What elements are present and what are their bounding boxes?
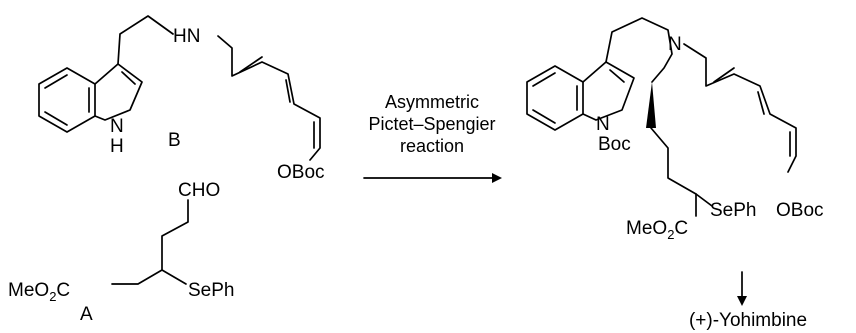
compound-b-label: B — [168, 130, 181, 151]
b-obc-label: OBoc — [277, 162, 325, 183]
product-obc-label: OBoc — [776, 200, 824, 221]
product-nboc-label: Boc — [598, 134, 631, 155]
downstream-arrow-head — [737, 296, 747, 306]
pyrrole-ring-b — [94, 63, 143, 121]
stereo-wedge — [646, 82, 656, 128]
dienyl-chain-product — [683, 43, 797, 173]
product-ester-label: MeO2C — [626, 218, 688, 242]
reaction-arrow-head — [492, 173, 502, 183]
indole-n-label: N — [110, 116, 124, 137]
aldehyde-label: CHO — [178, 180, 220, 201]
benzene-ring-product — [526, 65, 584, 131]
structure-b — [38, 15, 321, 161]
structure-a — [111, 199, 189, 285]
benzene-ring-b — [38, 67, 96, 133]
product-n2-label: N — [668, 34, 682, 55]
compound-a-label: A — [80, 304, 93, 325]
reaction-arrow — [363, 173, 502, 183]
side-chain-product — [650, 127, 713, 207]
final-product-label: (+)-Yohimbine — [689, 310, 807, 331]
ethyl-chain-b — [117, 15, 174, 65]
dienyl-chain-b — [217, 35, 321, 161]
product-seph-label: SePh — [710, 200, 756, 221]
condition-line-2: Pictet–Spengier — [368, 114, 495, 134]
amine-nh-label: HN — [173, 26, 200, 47]
glutaraldehyde-chain-a — [111, 199, 189, 285]
indole-h-label: H — [110, 136, 124, 157]
condition-line-3: reaction — [400, 136, 464, 156]
product-n9-label: N — [596, 114, 610, 135]
product-structure — [526, 17, 797, 306]
condition-line-1: Asymmetric — [385, 92, 479, 112]
a-ester-label: MeO2C — [8, 280, 70, 304]
a-seph-label: SePh — [188, 280, 234, 301]
pyrrole-ring-product — [582, 61, 635, 121]
piperidine-ring-product — [605, 17, 673, 83]
